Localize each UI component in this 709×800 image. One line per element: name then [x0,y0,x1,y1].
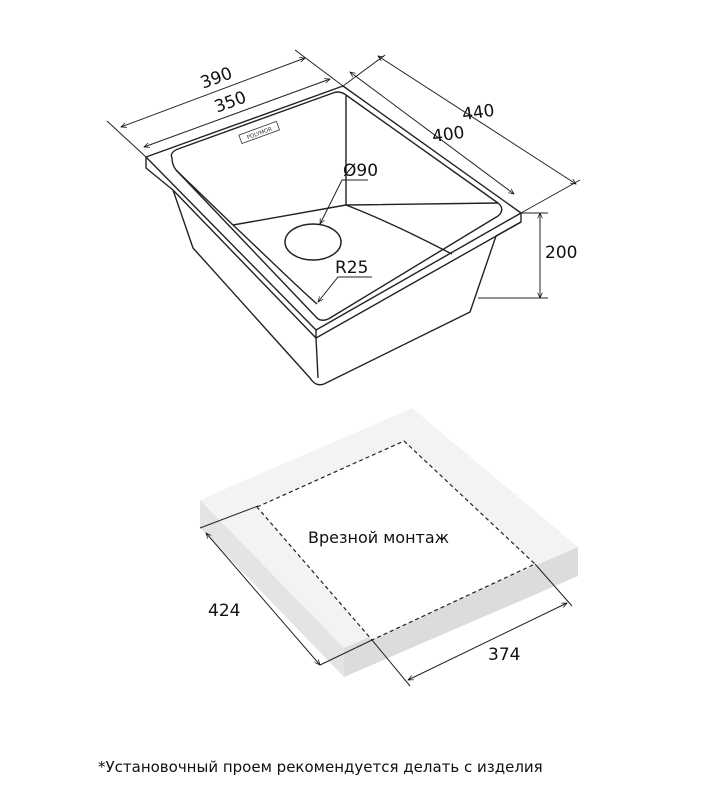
footnote: *Установочный проем рекомендуется делать… [98,758,543,776]
dim-label-inner-depth: 400 [431,123,466,147]
sink-dimension-lines [106,49,581,302]
dim-label-outer-depth: 440 [461,101,496,125]
dim-label-drain-diameter: Ø90 [343,161,378,181]
cutout-outline [256,440,537,641]
dim-label-outer-width: 390 [198,64,235,94]
drain-leader [319,179,368,224]
dim-label-corner-radius: R25 [335,258,368,278]
sink-inner-floor [232,204,453,305]
cutout-title: Врезной монтаж [308,528,449,547]
radius-leader [318,276,372,302]
sink-bowl-opening [170,91,503,321]
cutout-dimension-lines [199,505,573,687]
dim-label-cutout-length: 424 [208,601,240,621]
dim-line-424 [206,533,320,665]
dim-line-350 [144,79,330,147]
dim-label-height: 200 [545,243,577,263]
dim-label-cutout-width: 374 [488,645,520,665]
drain-hole [284,223,342,261]
sink-body [145,85,522,386]
dim-line-400 [350,72,514,194]
dim-line-374 [408,602,567,681]
sink-rim-edge [145,157,522,338]
dim-label-inner-width: 350 [212,88,249,118]
sink-outer-side-front [315,337,319,379]
sink-outer-side-left [172,189,497,386]
sink-outer-line [172,189,522,339]
